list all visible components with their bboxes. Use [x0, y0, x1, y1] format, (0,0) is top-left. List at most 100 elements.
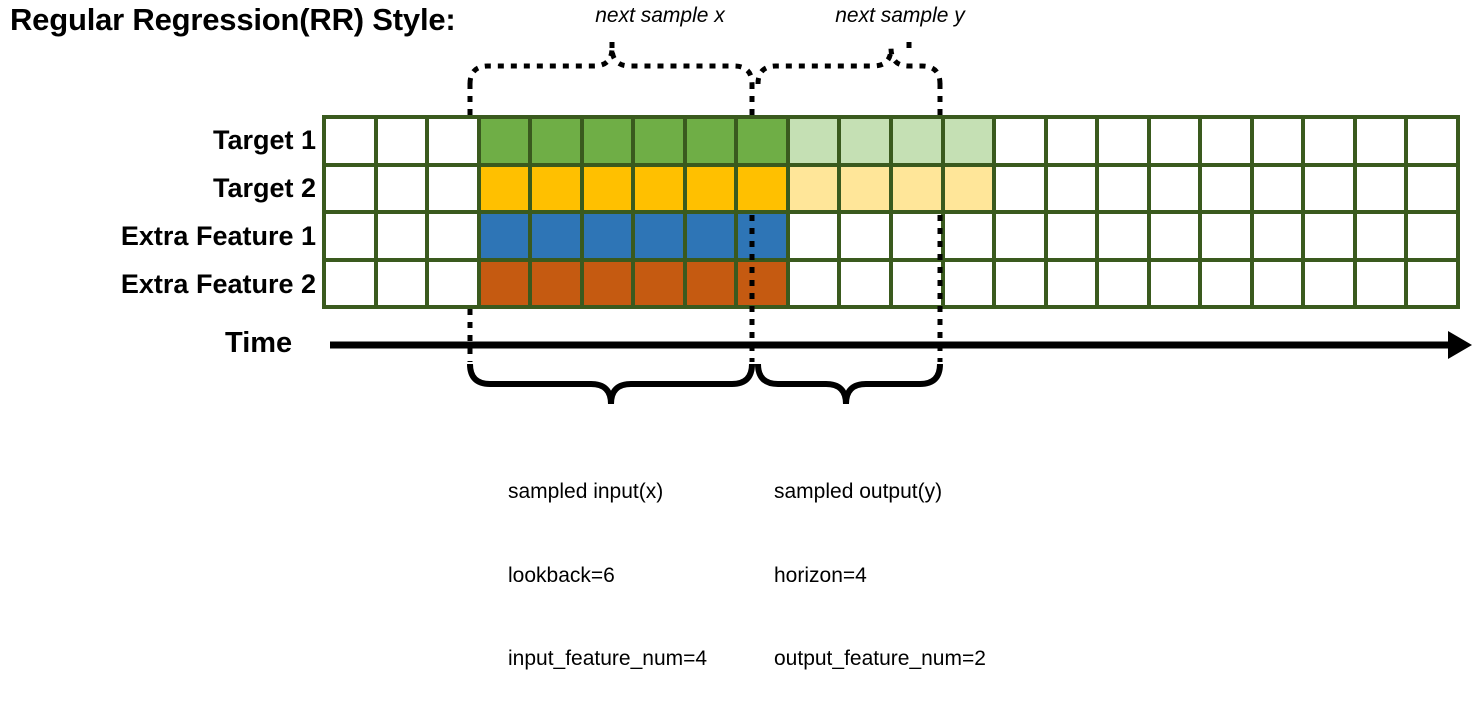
- grid-cell-r3-c18: [1202, 214, 1250, 258]
- grid-cell-r1-c13: [944, 119, 993, 163]
- grid-cell-r3-c1: [326, 214, 374, 258]
- row-label-extra-feature-2: Extra Feature 2: [120, 269, 316, 299]
- annotation-output-line-3: output_feature_num=2: [774, 646, 986, 670]
- grid-cell-r3-c12: [893, 214, 941, 258]
- grid-cell-r3-c3: [429, 214, 477, 258]
- grid-cell-r3-c8: [686, 214, 735, 258]
- annotation-output-line-1: sampled output(y): [774, 480, 943, 504]
- grid-cell-r4-c12: [893, 261, 941, 305]
- timeseries-grid: [322, 115, 1460, 309]
- grid-cell-r4-c19: [1253, 261, 1302, 305]
- grid-cell-r2-c19: [1253, 166, 1302, 210]
- grid-cell-r1-c10: [789, 119, 838, 163]
- grid-cell-r4-c13: [944, 261, 993, 305]
- grid-cell-r4-c17: [1150, 261, 1199, 305]
- grid-cell-r1-c3: [429, 119, 477, 163]
- grid-cell-r4-c14: [996, 261, 1044, 305]
- grid-cell-r1-c11: [841, 119, 889, 163]
- grid-cell-r1-c17: [1150, 119, 1199, 163]
- grid-cell-r3-c21: [1356, 214, 1405, 258]
- brace-top-next-sample-x: [467, 47, 755, 85]
- grid-cell-r2-c2: [377, 166, 426, 210]
- page-title: Regular Regression(RR) Style:: [10, 2, 456, 37]
- grid-cell-r2-c13: [944, 166, 993, 210]
- grid-cell-r3-c15: [1047, 214, 1096, 258]
- grid-cell-r2-c11: [841, 166, 889, 210]
- grid-cell-r3-c4: [480, 214, 529, 258]
- grid-cell-r3-c22: [1408, 214, 1456, 258]
- grid-cell-r2-c17: [1150, 166, 1199, 210]
- brace-top-next-sample-y: [755, 47, 943, 85]
- grid-cell-r3-c14: [996, 214, 1044, 258]
- grid-cell-r3-c13: [944, 214, 993, 258]
- grid-cell-r3-c2: [377, 214, 426, 258]
- grid-cell-r4-c2: [377, 261, 426, 305]
- grid-cell-r2-c4: [480, 166, 529, 210]
- grid-cell-r4-c16: [1099, 261, 1147, 305]
- grid-cell-r4-c3: [429, 261, 477, 305]
- time-axis-label: Time: [225, 327, 293, 359]
- grid-cell-r4-c20: [1305, 261, 1353, 305]
- annotation-input-line-2: lookback=6: [508, 563, 615, 587]
- grid-cell-r4-c6: [583, 261, 632, 305]
- grid-cell-r4-c4: [480, 261, 529, 305]
- row-label-target-2: Target 2: [212, 173, 316, 203]
- grid-cell-r1-c18: [1202, 119, 1250, 163]
- grid-cell-r2-c21: [1356, 166, 1405, 210]
- grid-cell-r1-c5: [532, 119, 580, 163]
- grid-cell-r4-c5: [532, 261, 580, 305]
- grid-cell-r3-c20: [1305, 214, 1353, 258]
- grid-cell-r2-c14: [996, 166, 1044, 210]
- grid-cell-r1-c12: [893, 119, 941, 163]
- grid-cell-r2-c15: [1047, 166, 1096, 210]
- grid-cell-r3-c16: [1099, 214, 1147, 258]
- grid-cell-r4-c22: [1408, 261, 1456, 305]
- grid-cell-r2-c16: [1099, 166, 1147, 210]
- top-label-next-sample-y: next sample y: [835, 4, 965, 27]
- grid-cell-r3-c19: [1253, 214, 1302, 258]
- top-label-next-sample-x: next sample x: [595, 4, 725, 27]
- annotation-sampled-output: sampled output(y) horizon=4 output_featu…: [774, 423, 986, 728]
- grid-cell-r1-c21: [1356, 119, 1405, 163]
- grid-cell-r1-c14: [996, 119, 1044, 163]
- grid-cell-r1-c9: [738, 119, 786, 163]
- grid-cell-r4-c10: [789, 261, 838, 305]
- grid-cell-r4-c8: [686, 261, 735, 305]
- grid-cell-r2-c9: [738, 166, 786, 210]
- grid-cell-r1-c20: [1305, 119, 1353, 163]
- grid-cell-r2-c3: [429, 166, 477, 210]
- grid-cell-r2-c22: [1408, 166, 1456, 210]
- brace-bottom-sampled-input: [467, 363, 755, 405]
- grid-cell-r3-c10: [789, 214, 838, 258]
- grid-cell-r2-c5: [532, 166, 580, 210]
- grid-cell-r3-c17: [1150, 214, 1199, 258]
- grid-cell-r2-c12: [893, 166, 941, 210]
- grid-cell-r2-c7: [635, 166, 683, 210]
- grid-cell-r2-c18: [1202, 166, 1250, 210]
- grid-cell-r3-c7: [635, 214, 683, 258]
- grid-cell-r1-c7: [635, 119, 683, 163]
- grid-cell-r3-c5: [532, 214, 580, 258]
- grid-cell-r1-c6: [583, 119, 632, 163]
- grid-cell-r3-c6: [583, 214, 632, 258]
- grid-cell-r2-c1: [326, 166, 374, 210]
- annotation-sampled-input: sampled input(x) lookback=6 input_featur…: [508, 423, 707, 728]
- grid-cell-r1-c22: [1408, 119, 1456, 163]
- grid-cell-r4-c18: [1202, 261, 1250, 305]
- grid-cell-r1-c4: [480, 119, 529, 163]
- annotation-input-line-3: input_feature_num=4: [508, 646, 708, 670]
- grid-cell-r2-c20: [1305, 166, 1353, 210]
- grid-cell-r3-c9: [738, 214, 786, 258]
- row-label-extra-feature-1: Extra Feature 1: [120, 221, 316, 251]
- brace-bottom-sampled-output: [755, 363, 943, 405]
- grid-cell-r1-c19: [1253, 119, 1302, 163]
- grid-cell-r4-c15: [1047, 261, 1096, 305]
- grid-cell-r4-c21: [1356, 261, 1405, 305]
- grid-cell-r1-c1: [326, 119, 374, 163]
- annotation-output-line-2: horizon=4: [774, 563, 867, 587]
- grid-cell-r3-c11: [841, 214, 889, 258]
- grid-cell-r1-c16: [1099, 119, 1147, 163]
- grid-cell-r4-c7: [635, 261, 683, 305]
- grid-cell-r1-c2: [377, 119, 426, 163]
- grid-cell-r4-c9: [738, 261, 786, 305]
